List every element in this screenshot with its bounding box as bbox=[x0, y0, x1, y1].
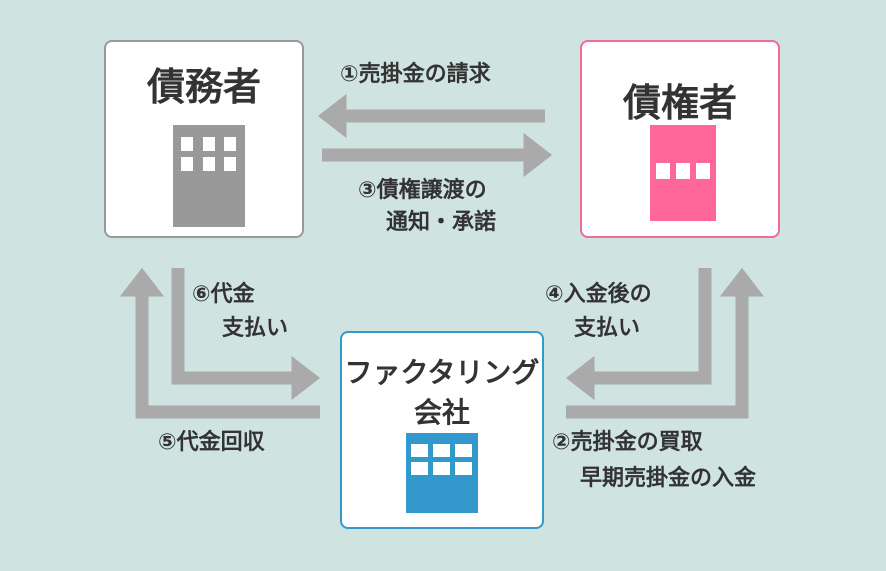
step2-label-line2: 早期売掛金の入金 bbox=[580, 466, 757, 491]
building-icon bbox=[173, 125, 245, 227]
step3-label-line2: 通知・承諾 bbox=[386, 210, 497, 235]
creditor-box: 債権者 bbox=[580, 40, 780, 238]
step6-label-line1: ⑥代金 bbox=[192, 282, 255, 307]
building-icon bbox=[650, 125, 716, 221]
step3-label-line1: ③債権譲渡の bbox=[358, 178, 487, 203]
arrow-purchase bbox=[566, 267, 765, 419]
factoring-title-line1: ファクタリング bbox=[344, 356, 540, 389]
arrow-collection bbox=[119, 267, 320, 419]
step5-label: ⑤代金回収 bbox=[158, 430, 265, 455]
debtor-title: 債務者 bbox=[146, 65, 261, 109]
step6-label-line2: 支払い bbox=[222, 316, 289, 341]
debtor-box: 債務者 bbox=[104, 40, 304, 238]
step1-label: ①売掛金の請求 bbox=[340, 62, 491, 87]
step4-label-line2: 支払い bbox=[574, 316, 641, 341]
factoring-title-line2: 会社 bbox=[413, 396, 470, 429]
step2-label-line1: ②売掛金の買取 bbox=[552, 430, 703, 455]
building-icon bbox=[406, 433, 478, 513]
arrow-payment-debtor bbox=[171, 268, 321, 401]
arrow-payment-after bbox=[565, 268, 712, 401]
creditor-title: 債権者 bbox=[622, 81, 737, 125]
step4-label-line1: ④入金後の bbox=[545, 282, 652, 307]
factoring-company-box: ファクタリング 会社 bbox=[340, 331, 544, 529]
